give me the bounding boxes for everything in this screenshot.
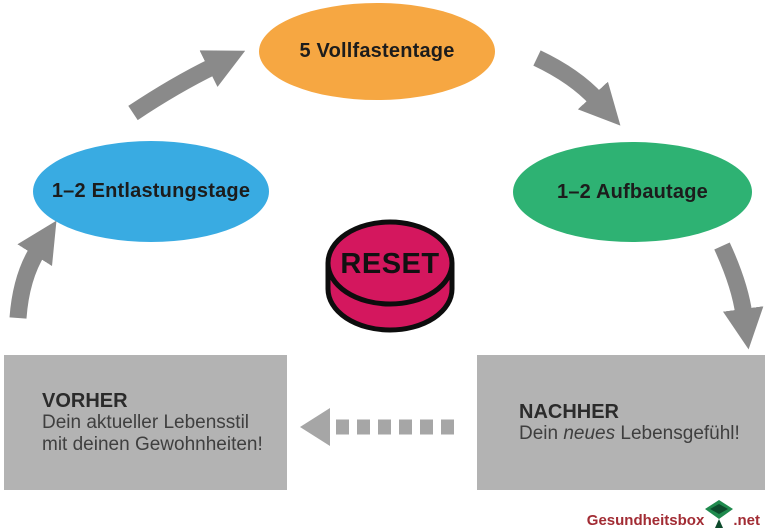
after-box-line1-em: neues — [563, 422, 616, 444]
arrow-before-to-relief-icon — [9, 220, 57, 319]
after-box-line1-prefix: Dein — [519, 422, 564, 444]
node-full-fasting-days-label: 5 Vollfastentage — [299, 40, 455, 62]
reset-button[interactable] — [320, 215, 460, 340]
node-buildup-days: 1–2 Aufbautage — [513, 142, 752, 242]
before-box-line1: Dein aktueller Lebensstil — [42, 411, 250, 433]
arrow-relief-to-fasting-icon — [128, 50, 246, 121]
logo-plant-stem — [715, 519, 724, 528]
arrow-fasting-to-buildup-icon — [533, 50, 621, 126]
after-box-line1: Dein neues Lebensgefühl! — [519, 423, 765, 445]
node-buildup-days-label: 1–2 Aufbautage — [557, 180, 708, 203]
dashed-arrowhead-icon — [300, 408, 330, 446]
logo-name: Gesundheitsbox — [586, 512, 705, 529]
logo: Gesundheitsbox .net — [587, 497, 760, 528]
reset-button-top — [325, 219, 455, 307]
reset-button-label: RESET — [340, 248, 440, 280]
after-box-title: NACHHER — [519, 400, 619, 423]
before-box-line2: mit deinen Gewohnheiten! — [42, 433, 263, 455]
before-box-title: VORHER — [42, 389, 128, 412]
node-relief-days: 1–2 Entlastungstage — [33, 141, 269, 242]
before-box: VORHER Dein aktueller Lebensstil mit dei… — [4, 355, 287, 490]
logo-tld: .net — [733, 512, 760, 529]
after-box-line1-suffix: Lebensgefühl! — [615, 422, 740, 444]
arrow-buildup-to-after-icon — [714, 242, 764, 350]
logo-plant-inner — [710, 504, 729, 514]
node-full-fasting-days: 5 Vollfastentage — [259, 3, 495, 100]
logo-plant-icon — [705, 500, 734, 528]
node-relief-days-label: 1–2 Entlastungstage — [51, 180, 251, 202]
after-box: NACHHER Dein neues Lebensgefühl! — [477, 355, 765, 490]
